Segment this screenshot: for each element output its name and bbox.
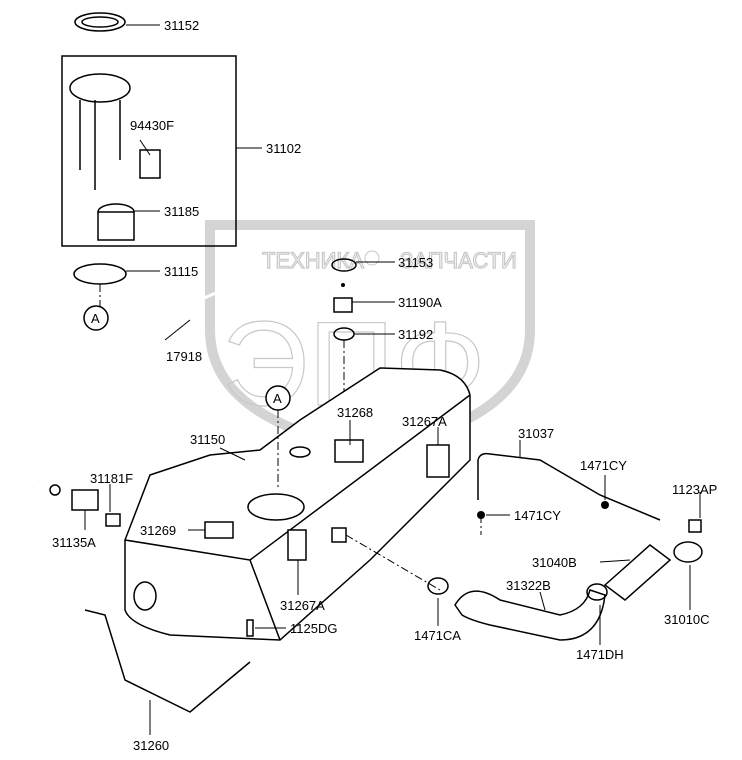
label-31190A: 31190A xyxy=(398,295,442,310)
clip-31135A xyxy=(71,489,99,511)
pad-31267A-top xyxy=(426,444,450,478)
watermark-right-text: ЗАПЧАСТИ xyxy=(400,248,517,273)
label-31181F: 31181F xyxy=(90,471,133,486)
label-31153: 31153 xyxy=(398,255,433,270)
pump-flange xyxy=(69,73,131,103)
label-1471CY-top: 1471CY xyxy=(580,458,627,473)
label-17918: 17918 xyxy=(166,349,202,364)
label-ref-a-top: A xyxy=(91,311,100,326)
breather-pipe xyxy=(477,452,661,521)
label-31010C: 31010C xyxy=(664,612,710,627)
label-31192: 31192 xyxy=(398,327,433,342)
ref-circle-a xyxy=(83,305,109,331)
label-1471CY-mid: 1471CY xyxy=(514,508,561,523)
pad-31269 xyxy=(204,521,234,539)
label-94430F: 94430F xyxy=(130,118,174,133)
tank-opening xyxy=(247,493,305,521)
tank-strap xyxy=(84,609,251,713)
label-31260: 31260 xyxy=(133,738,169,753)
label-31269: 31269 xyxy=(140,523,176,538)
filler-neck xyxy=(603,544,672,601)
label-1123AP: 1123AP xyxy=(672,482,717,497)
pad-31267A-bottom xyxy=(287,529,307,561)
lock-ring xyxy=(74,12,126,32)
label-31135A: 31135A xyxy=(52,535,96,550)
label-31115: 31115 xyxy=(164,264,198,279)
label-1125DG: 1125DG xyxy=(290,621,337,636)
label-1471CA: 1471CA xyxy=(414,628,461,643)
gear-icon xyxy=(364,250,380,266)
clamp-1471DH xyxy=(586,583,608,601)
tank-drain xyxy=(133,581,157,611)
label-31102: 31102 xyxy=(266,141,301,156)
label-31150: 31150 xyxy=(190,432,225,447)
clamp-1471CA xyxy=(427,577,449,595)
label-31267A-top: 31267A xyxy=(402,414,447,429)
pump-module-box xyxy=(61,55,237,247)
label-31322B: 31322B xyxy=(506,578,551,593)
label-31268: 31268 xyxy=(337,405,373,420)
fuel-sender xyxy=(139,149,161,179)
label-ref-a-tank: A xyxy=(273,391,282,406)
gasket xyxy=(73,263,127,285)
label-31267A-bottom: 31267A xyxy=(280,598,325,613)
part-labels: 31152 94430F 31102 31185 31115 A 31153 3… xyxy=(52,18,717,753)
bolt-1123AP xyxy=(688,519,702,533)
fuel-cap xyxy=(673,541,703,563)
pad-31268 xyxy=(334,439,364,463)
watermark-left-text: ТЕХНИКА xyxy=(262,248,364,273)
label-1471DH: 1471DH xyxy=(576,647,624,662)
valve-31190A xyxy=(333,297,353,313)
label-31185: 31185 xyxy=(164,204,199,219)
o-ring-31153 xyxy=(331,258,357,272)
label-31040B: 31040B xyxy=(532,555,577,570)
bolt-31181F xyxy=(105,513,121,527)
bolt-1125DG xyxy=(246,619,254,637)
label-31037: 31037 xyxy=(518,426,554,441)
filler-hose xyxy=(454,589,606,641)
leader-lines xyxy=(84,24,701,735)
label-31152: 31152 xyxy=(164,18,199,33)
